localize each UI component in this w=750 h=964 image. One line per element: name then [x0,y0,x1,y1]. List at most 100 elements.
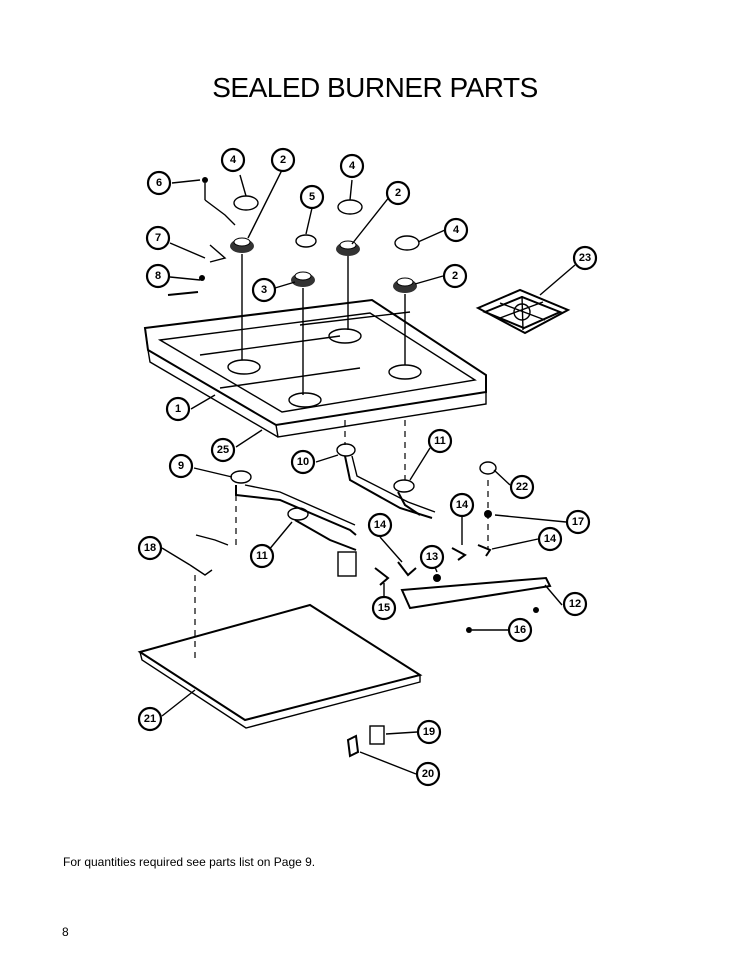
callout-number: 5 [309,191,315,203]
callout-number: 4 [453,224,460,236]
alignment-lines [194,254,489,660]
callout-number: 16 [514,624,526,636]
callout-circle [416,719,442,745]
callout-number: 20 [422,768,434,780]
callout-number: 13 [426,551,438,563]
callout-22: 22 [509,474,535,500]
callout-number: 11 [256,550,268,562]
callout-circle [249,543,275,569]
callout-circle [562,591,588,617]
callout-number: 25 [217,444,229,456]
callout-circle [210,437,236,463]
callout-15: 15 [371,595,397,621]
callout-circle [385,180,411,206]
callout-number: 4 [349,160,356,172]
callout-6: 6 [146,170,172,196]
callout-8: 8 [145,263,171,289]
callout-number: 2 [452,270,458,282]
callout-number: 22 [516,481,528,493]
valve-fittings [189,461,497,586]
callout-circle [443,217,469,243]
burner-heads [230,195,420,293]
burner-grate [475,288,571,335]
callout-circle [572,245,598,271]
callout-2b: 2 [385,180,411,206]
page-number: 8 [62,925,69,939]
callout-21: 21 [137,706,163,732]
callout-9: 9 [168,453,194,479]
callout-circle [165,396,191,422]
callout-circle [290,449,316,475]
callout-16: 16 [507,617,533,643]
callout-4c: 4 [443,217,469,243]
callout-circle [146,170,172,196]
callout-14c: 14 [537,526,563,552]
callout-25: 25 [210,437,236,463]
page-title: SEALED BURNER PARTS [212,72,538,103]
callout-number: 19 [423,726,435,738]
leader-lines [161,169,576,775]
callout-13: 13 [419,544,445,570]
callout-number: 12 [569,598,581,610]
callout-circle [419,544,445,570]
callout-circle [565,509,591,535]
bottom-panel [137,603,423,729]
callout-number: 17 [572,516,584,528]
callout-2c: 2 [442,263,468,289]
callout-11b: 11 [249,543,275,569]
callout-number: 10 [297,456,309,468]
callout-5: 5 [299,184,325,210]
callout-2a: 2 [270,147,296,173]
callout-circle [367,512,393,538]
callout-number: 2 [395,187,401,199]
cooktop-panel [143,298,487,438]
callout-circle [137,706,163,732]
callout-17: 17 [565,509,591,535]
callout-12: 12 [562,591,588,617]
callout-circle [509,474,535,500]
hardware [167,177,236,296]
callout-circle [137,535,163,561]
callout-1: 1 [165,396,191,422]
callout-number: 21 [144,713,156,725]
footnote: For quantities required see parts list o… [63,855,316,869]
callout-number: 9 [178,460,184,472]
callout-11a: 11 [427,428,453,454]
callout-circle [415,761,441,787]
callout-circle [168,453,194,479]
callout-4b: 4 [339,153,365,179]
callout-23: 23 [572,245,598,271]
bracket-parts [346,725,385,758]
callout-circle [449,492,475,518]
callout-14b: 14 [367,512,393,538]
callout-7: 7 [145,225,171,251]
callout-number: 8 [155,270,161,282]
callout-circle [537,526,563,552]
callout-20: 20 [415,761,441,787]
callout-circle [220,147,246,173]
callout-circle [270,147,296,173]
callout-number: 3 [261,284,267,296]
callout-number: 23 [579,252,591,264]
callout-labels: 6 4 2 4 5 2 4 7 8 3 2 23 1 25 10 11 9 22 14 17 14 14 18 11 13 15 1… [137,147,598,787]
callout-number: 11 [434,435,446,447]
callout-circle [507,617,533,643]
callout-number: 14 [456,499,469,511]
manifold-rail [400,576,552,633]
callout-circle [145,263,171,289]
callout-number: 4 [230,154,237,166]
callout-number: 7 [155,232,161,244]
callout-4a: 4 [220,147,246,173]
callout-circle [442,263,468,289]
callout-19: 19 [416,719,442,745]
callout-number: 1 [175,403,181,415]
burner-tubes [195,443,436,577]
callout-circle [299,184,325,210]
callout-circle [251,277,277,303]
callout-circle [145,225,171,251]
callout-3: 3 [251,277,277,303]
callout-18: 18 [137,535,163,561]
callout-number: 6 [156,177,162,189]
callout-10: 10 [290,449,316,475]
